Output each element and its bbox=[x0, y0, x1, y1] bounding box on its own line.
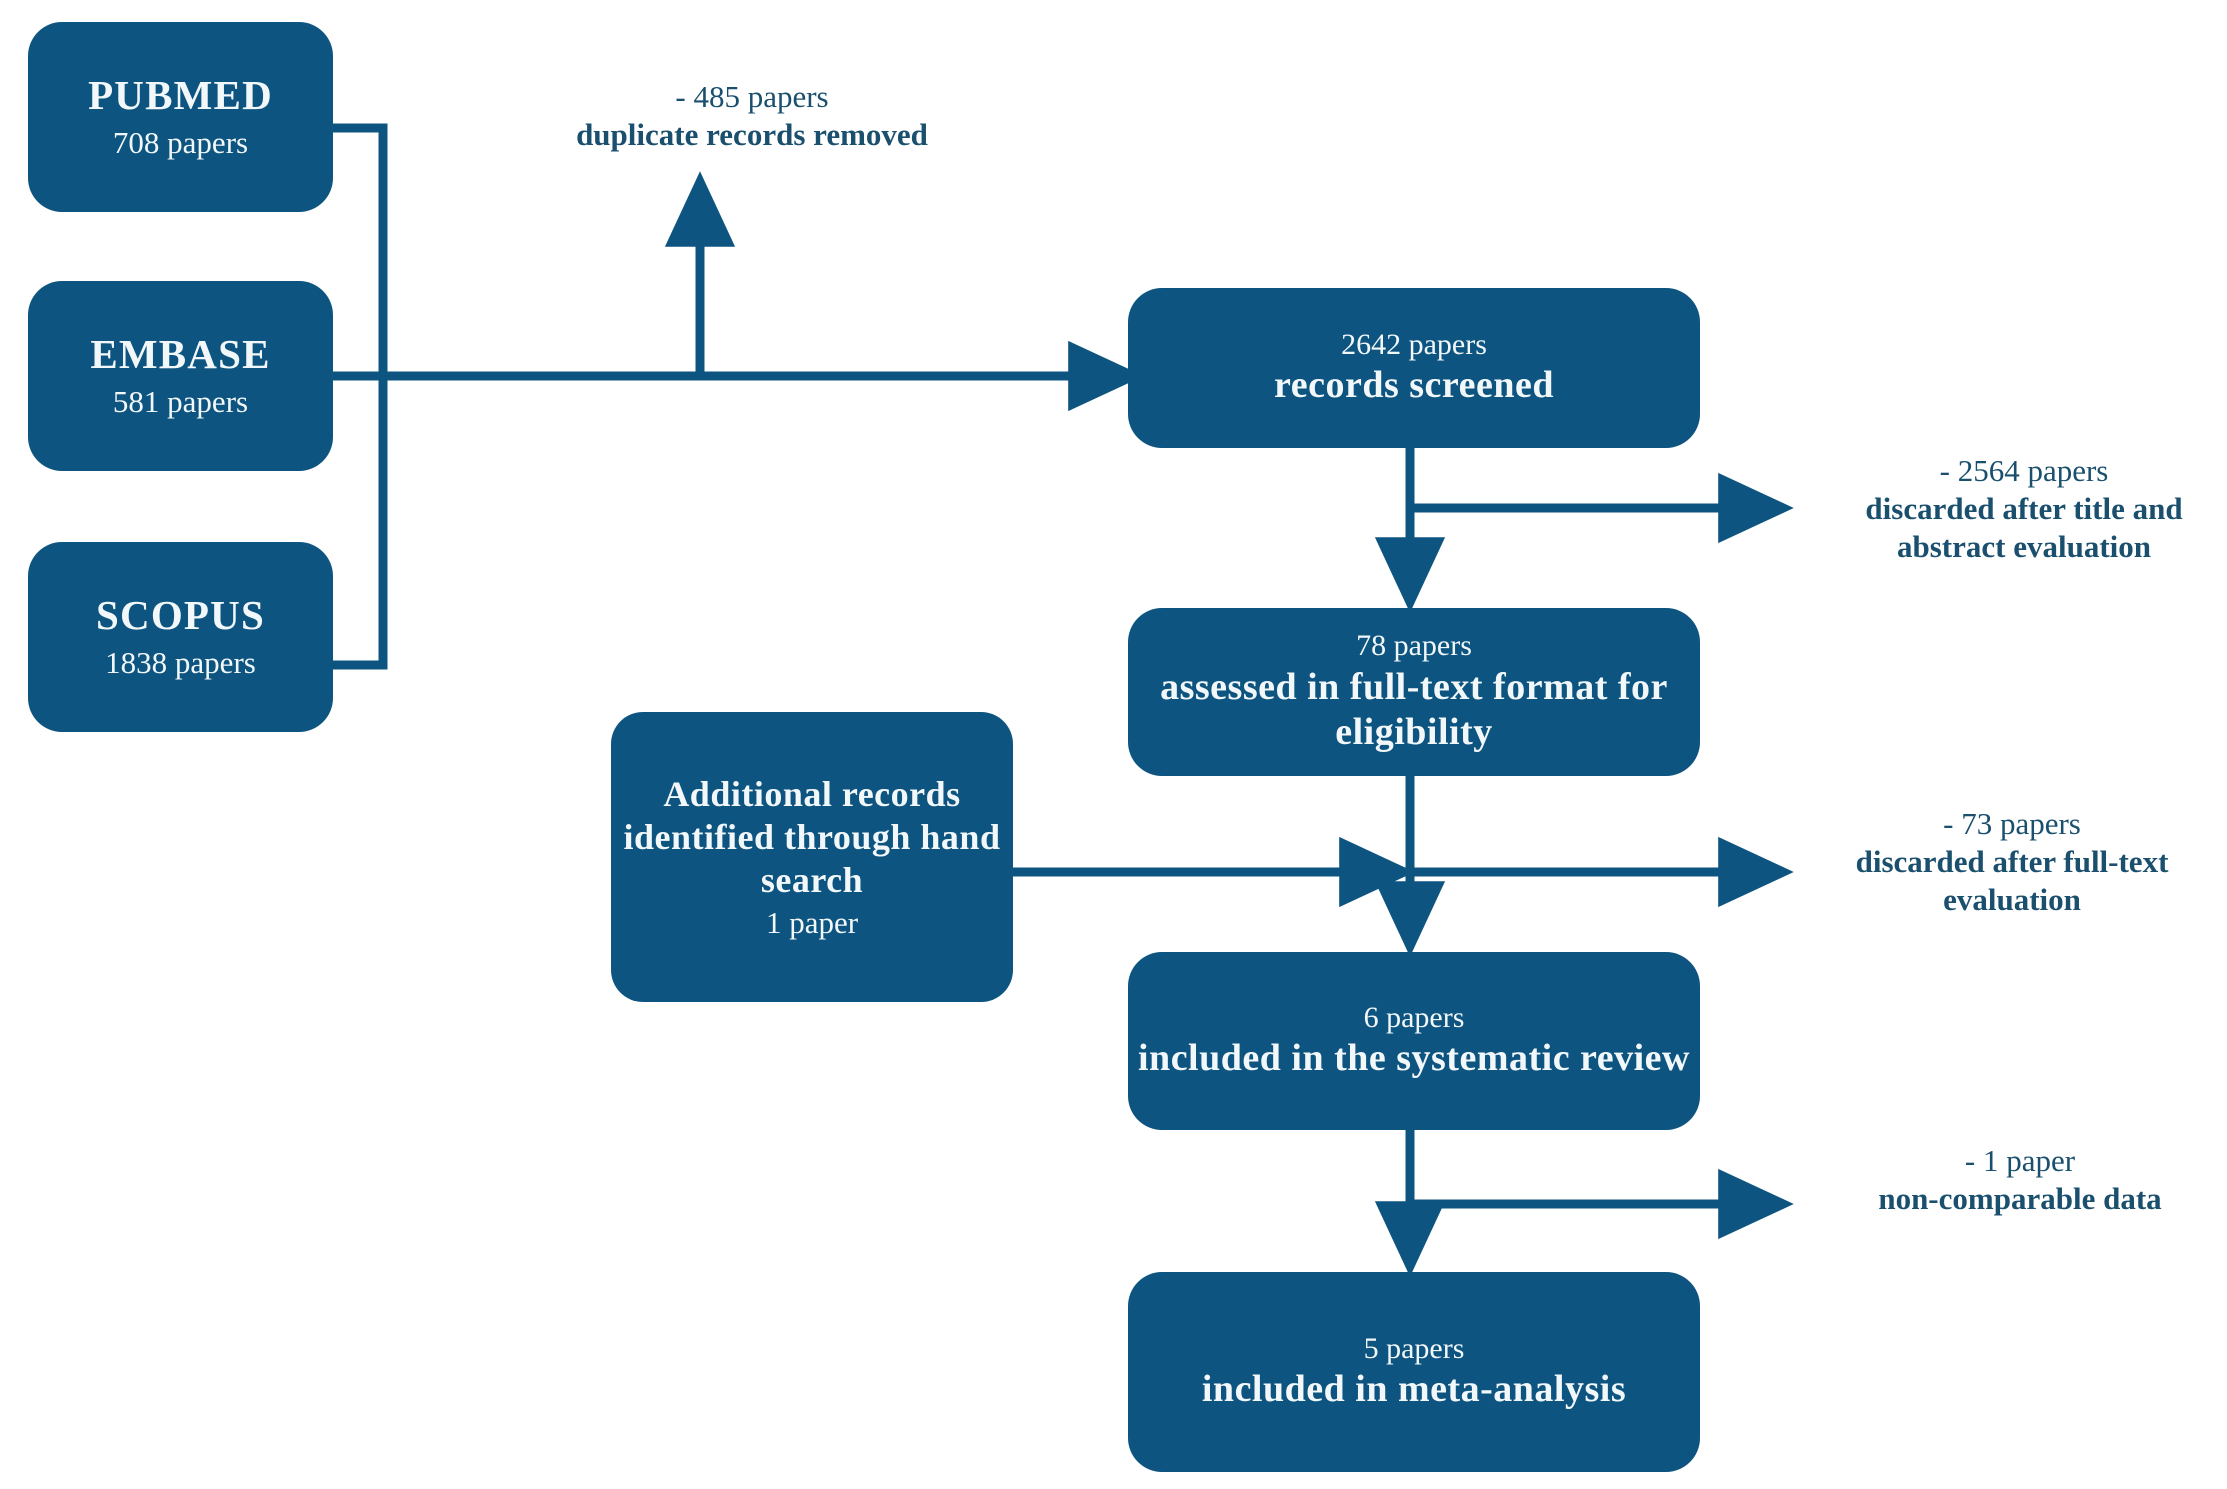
exclusion-reason-title-abstract: discarded after title and abstract evalu… bbox=[1865, 490, 2183, 564]
stage-label-systematic-review: included in the systematic review bbox=[1138, 1037, 1690, 1080]
exclusion-reason-full-text: discarded after full-text evaluation bbox=[1855, 843, 2169, 917]
exclusion-count-full-text: - 73 papers bbox=[1943, 806, 2081, 841]
source-title-scopus: SCOPUS bbox=[96, 592, 265, 639]
exclusion-reason-duplicates: duplicate records removed bbox=[576, 116, 928, 152]
exclusion-note-non-comparable: - 1 paper non-comparable data bbox=[1820, 1142, 2220, 1218]
source-title-embase: EMBASE bbox=[90, 331, 271, 378]
exclusion-note-full-text: - 73 papers discarded after full-text ev… bbox=[1806, 805, 2218, 918]
stage-label-records-screened: records screened bbox=[1274, 364, 1554, 407]
exclusion-note-duplicates: - 485 papers duplicate records removed bbox=[552, 78, 952, 154]
stage-count-systematic-review: 6 papers bbox=[1363, 1000, 1465, 1034]
stage-count-meta-analysis: 5 papers bbox=[1363, 1331, 1465, 1365]
stage-label-meta-analysis: included in meta-analysis bbox=[1201, 1368, 1627, 1411]
hand-search-count: 1 paper bbox=[765, 905, 859, 941]
stage-box-meta-analysis[interactable]: 5 papers included in meta-analysis bbox=[1128, 1272, 1700, 1472]
source-count-pubmed: 708 papers bbox=[112, 125, 249, 161]
stage-box-records-screened[interactable]: 2642 papers records screened bbox=[1128, 288, 1700, 448]
source-count-scopus: 1838 papers bbox=[105, 645, 256, 681]
stage-count-full-text-assessed: 78 papers bbox=[1356, 629, 1472, 663]
exclusion-reason-non-comparable: non-comparable data bbox=[1878, 1180, 2162, 1216]
source-title-pubmed: PUBMED bbox=[88, 72, 273, 119]
source-box-pubmed[interactable]: PUBMED 708 papers bbox=[28, 22, 333, 212]
hand-search-box[interactable]: Additional records identified through ha… bbox=[611, 712, 1013, 1002]
exclusion-count-title-abstract: - 2564 papers bbox=[1939, 453, 2109, 488]
stage-box-full-text-assessed[interactable]: 78 papers assessed in full-text format f… bbox=[1128, 608, 1700, 776]
sources-bracket bbox=[333, 123, 388, 670]
hand-search-title: Additional records identified through ha… bbox=[623, 773, 1001, 901]
source-box-embase[interactable]: EMBASE 581 papers bbox=[28, 281, 333, 471]
exclusion-count-duplicates: - 485 papers bbox=[675, 79, 829, 114]
stage-count-records-screened: 2642 papers bbox=[1341, 327, 1487, 361]
source-count-embase: 581 papers bbox=[112, 384, 249, 420]
stage-box-systematic-review[interactable]: 6 papers included in the systematic revi… bbox=[1128, 952, 1700, 1130]
exclusion-count-non-comparable: - 1 paper bbox=[1964, 1143, 2076, 1178]
exclusion-note-title-abstract: - 2564 papers discarded after title and … bbox=[1826, 452, 2222, 565]
stage-label-full-text-assessed: assessed in full-text format for eligibi… bbox=[1160, 665, 1668, 753]
source-box-scopus[interactable]: SCOPUS 1838 papers bbox=[28, 542, 333, 732]
